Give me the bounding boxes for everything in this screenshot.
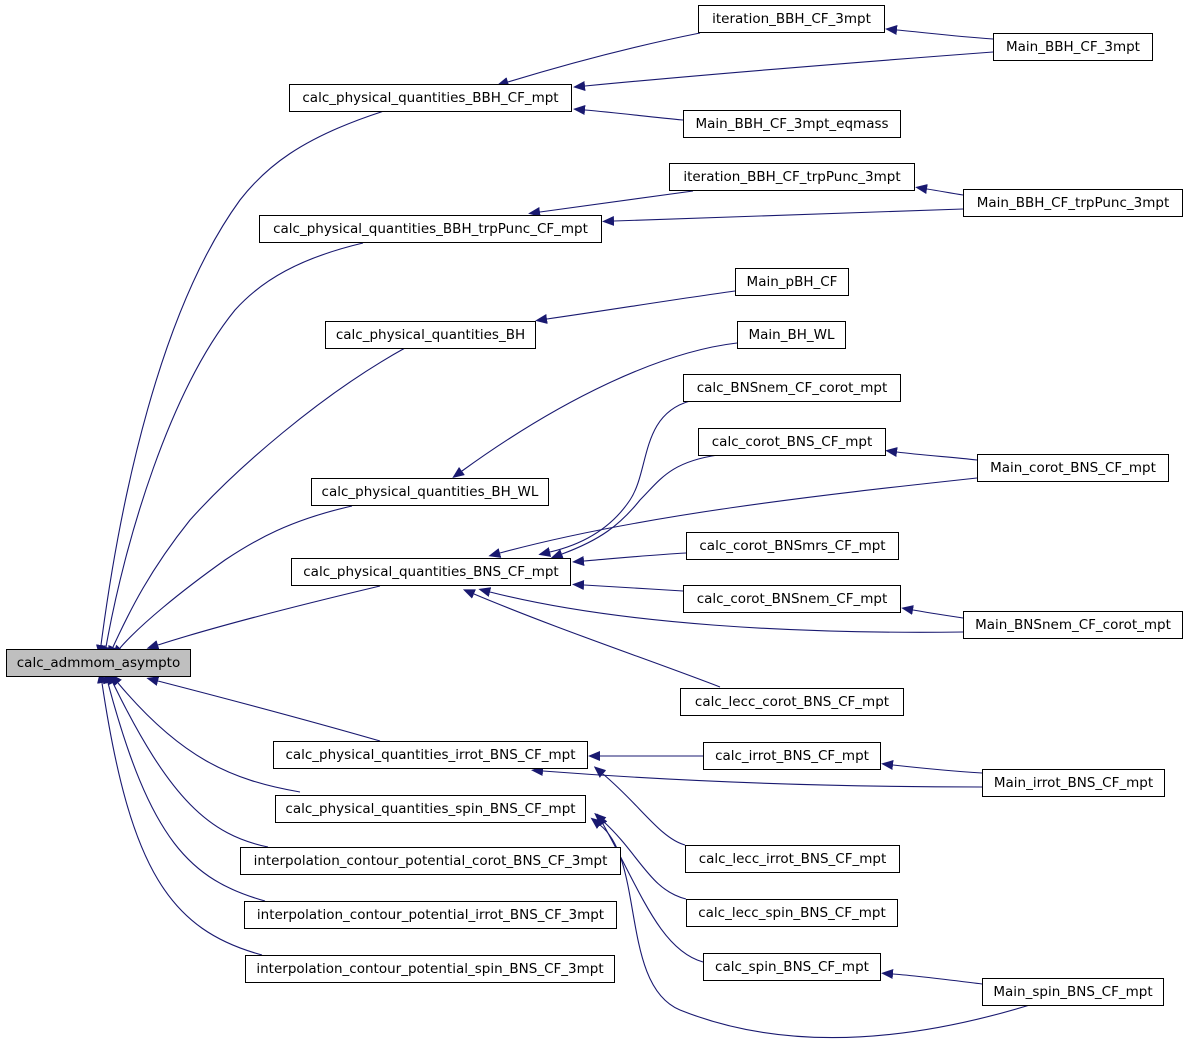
edge-main-bnsnem-to-corot-nem — [901, 605, 964, 619]
node-main-irrot-bns-cf-mpt[interactable]: Main_irrot_BNS_CF_mpt — [982, 769, 1165, 797]
node-calc-lecc-irrot-bns-cf-mpt[interactable]: calc_lecc_irrot_BNS_CF_mpt — [685, 845, 900, 873]
node-main-pbh-cf[interactable]: Main_pBH_CF — [735, 268, 849, 296]
node-calc-irrot-bns-cf-mpt[interactable]: calc_irrot_BNS_CF_mpt — [703, 742, 881, 770]
edge-iter-trp-to-bbh-trp — [528, 190, 694, 217]
node-calc-physical-quantities-bbh-trppunc-cf-mpt[interactable]: calc_physical_quantities_BBH_trpPunc_CF_… — [259, 215, 602, 243]
edge-corot-mrs-to-bns — [572, 552, 687, 566]
node-calc-corot-bnsmrs-cf-mpt[interactable]: calc_corot_BNSmrs_CF_mpt — [686, 532, 899, 560]
node-main-bbh-cf-3mpt-eqmass[interactable]: Main_BBH_CF_3mpt_eqmass — [683, 110, 901, 138]
node-calc-corot-bns-cf-mpt[interactable]: calc_corot_BNS_CF_mpt — [698, 428, 886, 456]
edge-main-pbh-to-bh — [535, 290, 736, 324]
edge-iter-bbh-to-bbh-cf — [496, 32, 701, 87]
node-main-bbh-cf-trppunc-3mpt[interactable]: Main_BBH_CF_trpPunc_3mpt — [963, 189, 1183, 217]
edge-bh-wl-to-root — [112, 505, 353, 658]
node-interpolation-contour-potential-spin-bns-cf-3mpt[interactable]: interpolation_contour_potential_spin_BNS… — [245, 955, 615, 983]
edge-interp-corot-to-root — [107, 672, 269, 848]
edge-spin-to-root — [110, 673, 301, 793]
edge-main-trp-to-bbh-trp — [602, 208, 964, 226]
edge-bbh-trp-to-root — [101, 242, 364, 659]
edge-lecc-irrot-to-irrot — [593, 766, 686, 846]
edge-lecc-spin-to-spin — [594, 812, 687, 900]
node-main-spin-bns-cf-mpt[interactable]: Main_spin_BNS_CF_mpt — [982, 978, 1164, 1006]
edge-bns-to-root — [146, 585, 381, 650]
edge-interp-irrot-to-root — [103, 671, 266, 902]
edge-main-corot-to-bns — [488, 477, 978, 558]
node-calc-physical-quantities-spin-bns-cf-mpt[interactable]: calc_physical_quantities_spin_BNS_CF_mpt — [275, 795, 586, 823]
node-iteration-bbh-cf-3mpt[interactable]: iteration_BBH_CF_3mpt — [698, 5, 885, 33]
edge-corot-nem-to-bns — [572, 580, 684, 592]
edge-irrot-to-root — [146, 676, 381, 742]
edge-main-bbh-to-bbh-cf — [573, 51, 994, 91]
node-interpolation-contour-potential-irrot-bns-cf-3mpt[interactable]: interpolation_contour_potential_irrot_BN… — [244, 901, 617, 929]
edge-main-bnsnem-to-bns — [478, 587, 964, 633]
node-interpolation-contour-potential-corot-bns-cf-3mpt[interactable]: interpolation_contour_potential_corot_BN… — [240, 847, 621, 875]
edge-interp-spin-to-root — [97, 671, 263, 956]
edge-main-corot-to-corot-bns — [885, 447, 978, 461]
node-calc-lecc-spin-bns-cf-mpt[interactable]: calc_lecc_spin_BNS_CF_mpt — [686, 899, 898, 927]
node-calc-physical-quantities-bbh-cf-mpt[interactable]: calc_physical_quantities_BBH_CF_mpt — [289, 84, 572, 112]
node-main-bnsnem-cf-corot-mpt[interactable]: Main_BNSnem_CF_corot_mpt — [963, 611, 1183, 639]
node-main-corot-bns-cf-mpt[interactable]: Main_corot_BNS_CF_mpt — [977, 454, 1169, 482]
node-calc-physical-quantities-irrot-bns-cf-mpt[interactable]: calc_physical_quantities_irrot_BNS_CF_mp… — [273, 741, 588, 769]
edge-bbh-cf-to-root — [96, 110, 385, 657]
edge-main-trp-to-iter-trp — [915, 184, 964, 196]
node-calc-corot-bnsnem-cf-mpt[interactable]: calc_corot_BNSnem_CF_mpt — [683, 585, 901, 613]
node-iteration-bbh-cf-trppunc-3mpt[interactable]: iteration_BBH_CF_trpPunc_3mpt — [669, 163, 915, 191]
node-calc-admmom-asympto: calc_admmom_asympto — [6, 649, 191, 677]
node-calc-physical-quantities-bh[interactable]: calc_physical_quantities_BH — [325, 321, 536, 349]
edge-bh-to-root — [107, 347, 406, 658]
edge-main-bbh-to-iter-bbh — [885, 25, 994, 40]
edge-lecc-corot-to-bns — [462, 589, 721, 688]
edge-main-bhwl-to-bh-wl — [452, 342, 738, 479]
edge-main-irrot-to-irrot-bns — [881, 760, 983, 774]
edge-main-spin-to-spin-bns — [881, 969, 983, 985]
node-calc-lecc-corot-bns-cf-mpt[interactable]: calc_lecc_corot_BNS_CF_mpt — [680, 688, 904, 716]
node-calc-physical-quantities-bh-wl[interactable]: calc_physical_quantities_BH_WL — [311, 478, 549, 506]
node-main-bh-wl[interactable]: Main_BH_WL — [737, 321, 846, 349]
node-calc-physical-quantities-bns-cf-mpt[interactable]: calc_physical_quantities_BNS_CF_mpt — [291, 558, 571, 586]
edge-bnsnem-corot-to-bns — [538, 400, 691, 557]
edge-main-bbh-eq-to-bbh-cf — [573, 105, 684, 121]
node-main-bbh-cf-3mpt[interactable]: Main_BBH_CF_3mpt — [993, 33, 1153, 61]
node-calc-spin-bns-cf-mpt[interactable]: calc_spin_BNS_CF_mpt — [703, 953, 881, 981]
edge-corot-bns-to-bns — [550, 454, 719, 559]
node-calc-bnsnem-cf-corot-mpt[interactable]: calc_BNSnem_CF_corot_mpt — [683, 374, 901, 402]
edge-main-spin-to-spin — [590, 817, 1034, 1039]
